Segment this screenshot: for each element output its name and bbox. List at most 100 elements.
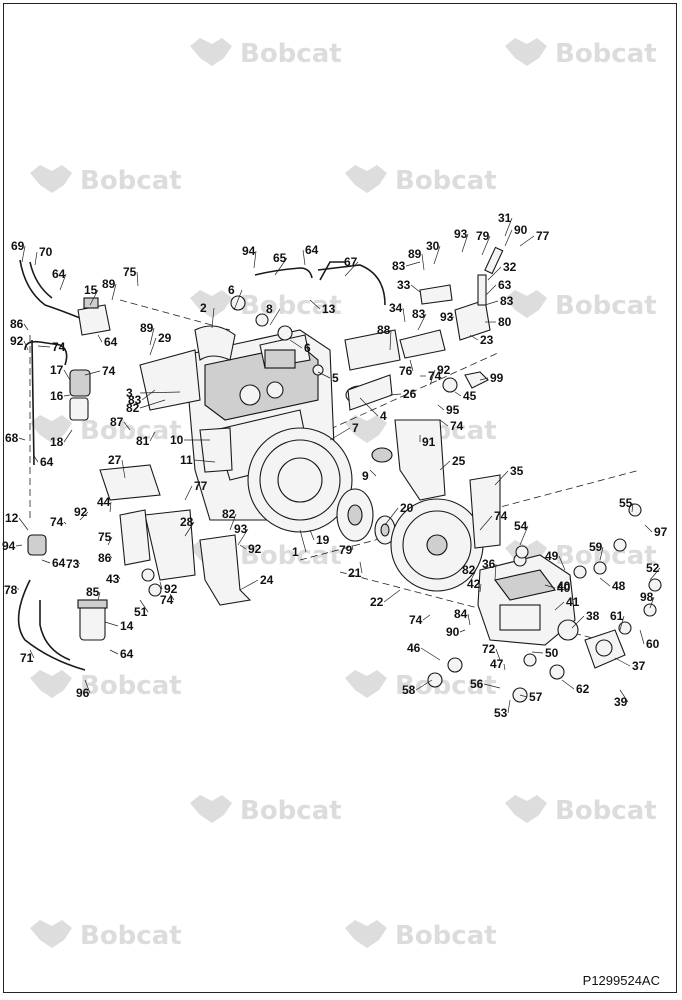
callout-leader-line [329, 427, 351, 441]
callout-leader-line [139, 391, 181, 394]
callout-leader-line [459, 629, 466, 633]
callout-leader-line [141, 389, 156, 401]
callout: 18 [50, 429, 73, 449]
callout-number: 80 [498, 315, 512, 329]
callout-number: 12 [5, 511, 19, 525]
page-frame [3, 3, 677, 993]
callout-number: 33 [397, 278, 411, 292]
callout-leader-line [504, 217, 513, 237]
callout: 78 [4, 583, 19, 597]
callout: 33 [397, 278, 421, 293]
callout: 16 [50, 389, 71, 403]
callout-leader-line [369, 469, 377, 477]
callout-number: 97 [654, 525, 668, 539]
callout: 10 [170, 433, 210, 447]
callout-number: 60 [646, 637, 660, 651]
callout-number: 30 [426, 239, 440, 253]
return-hose [317, 264, 386, 306]
callout-number: 74 [52, 340, 66, 354]
callout-number: 91 [422, 435, 436, 449]
callout-leader-line [159, 581, 163, 590]
callout-number: 94 [2, 539, 16, 553]
callout: 54 [514, 519, 529, 546]
callout-number: 74 [102, 364, 116, 378]
callout: 53 [494, 699, 511, 720]
callout-number: 79 [339, 543, 353, 557]
callout: 77 [519, 229, 550, 247]
callout-number: 28 [180, 515, 194, 529]
bobcat-logo-icon [190, 38, 232, 66]
callout-leader-line [149, 431, 156, 442]
bobcat-watermark: Bobcat [30, 920, 182, 951]
bobcat-watermark: Bobcat [345, 165, 497, 196]
callout-number: 74 [450, 419, 464, 433]
callout-leader-line [383, 589, 401, 603]
callout: 88 [377, 323, 392, 351]
callout: 5 [317, 371, 339, 385]
callout: 98 [640, 590, 655, 609]
callout-number: 95 [446, 403, 460, 417]
callout-leader-line [649, 596, 655, 609]
callout-number: 93 [454, 227, 468, 241]
callout-leader-line [384, 507, 399, 526]
callout: 31 [498, 211, 513, 237]
callout: 35 [494, 464, 524, 486]
callout-number: 26 [403, 387, 417, 401]
bobcat-watermark: Bobcat [345, 920, 497, 951]
callout-number: 56 [470, 677, 484, 691]
callout-leader-line [149, 327, 155, 346]
callout: 64 [302, 243, 319, 266]
callout-number: 36 [482, 557, 496, 571]
callout: 61 [610, 609, 625, 631]
callout-leader-line [531, 651, 544, 654]
callout: 55 [619, 496, 634, 513]
callout-number: 7 [352, 421, 359, 435]
callout: 79 [339, 543, 354, 557]
callout-leader-line [63, 369, 71, 381]
callout-number: 72 [482, 642, 496, 656]
callout-number: 64 [52, 556, 66, 570]
callout: 70 [34, 245, 53, 266]
callout: 95 [437, 403, 460, 417]
callout-leader-line [507, 699, 511, 714]
callout: 57 [519, 690, 543, 704]
callout-number: 40 [557, 581, 571, 595]
callout-leader-line [229, 513, 237, 531]
callout-number: 27 [108, 453, 122, 467]
callout-number: 43 [106, 572, 120, 586]
callout: 93 [454, 227, 469, 253]
callout-leader-line [359, 561, 363, 574]
callout: 91 [419, 435, 436, 449]
bobcat-logo-icon [345, 670, 387, 698]
callout-leader-line [63, 394, 71, 397]
callout-number: 74 [409, 613, 423, 627]
callout-number: 57 [529, 690, 543, 704]
callout-number: 90 [514, 223, 528, 237]
callout-leader-line [558, 555, 566, 571]
callout-leader-line [97, 591, 101, 601]
callout-leader-line [289, 339, 303, 349]
callout-number: 82 [462, 563, 476, 577]
bobcat-logo-icon [345, 920, 387, 948]
callout-leader-line [433, 245, 441, 265]
callout: 74 [84, 364, 116, 378]
callout: 51 [134, 599, 149, 619]
callout-leader-line [415, 679, 433, 691]
callout-number: 45 [463, 389, 477, 403]
callout-number: 92 [164, 582, 178, 596]
callout: 1 [292, 529, 307, 559]
callout-leader-line [117, 575, 121, 580]
callout: 74 [420, 369, 442, 383]
callout-leader-line [211, 307, 215, 329]
callout-number: 92 [10, 334, 24, 348]
callout-number: 74 [50, 515, 64, 529]
fuel-line [19, 259, 81, 319]
bobcat-logo-icon [345, 415, 387, 443]
callout-number: 90 [446, 625, 460, 639]
callout-number: 83 [128, 393, 142, 407]
callout-number: 75 [98, 530, 112, 544]
callout-leader-line [79, 511, 89, 521]
callout-leader-line [485, 284, 497, 296]
callout-leader-line [59, 273, 67, 291]
